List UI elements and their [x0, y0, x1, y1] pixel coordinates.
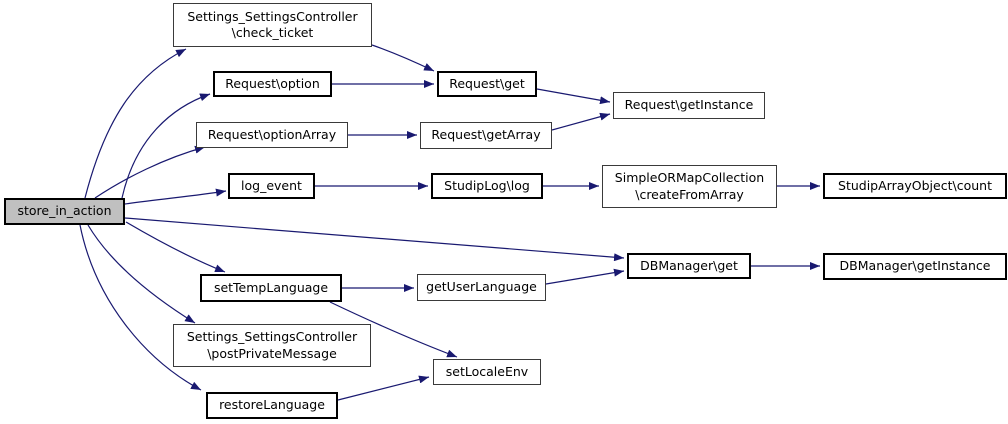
call-edge-store_in_action-to-request_optionarray [94, 145, 206, 199]
graph-node-label: getUserLanguage [426, 279, 537, 295]
graph-node-label: Request\get [449, 75, 525, 91]
graph-node-label: StudipLog\log [444, 177, 530, 193]
call-edge-store_in_action-to-restorelanguage [79, 224, 202, 391]
graph-node-label: setLocaleEnv [445, 363, 529, 379]
call-edge-settemplanguage-to-setlocaleenv [329, 301, 458, 358]
graph-node-store_in_action: store_in_action [4, 198, 125, 225]
graph-node-label: StudipArrayObject\count [838, 177, 992, 193]
graph-node-label: Settings_SettingsController [186, 329, 358, 344]
graph-node-label: Request\optionArray [207, 126, 337, 142]
graph-node-label: \check_ticket [231, 25, 314, 40]
graph-node-studiplog_log[interactable]: StudipLog\log [431, 173, 543, 199]
call-edge-restorelanguage-to-setlocaleenv [337, 375, 430, 401]
graph-node-label: setTempLanguage [213, 279, 329, 295]
graph-node-check_ticket[interactable]: Settings_SettingsController\check_ticket [173, 3, 372, 47]
call-edge-request_get-to-request_getinstance [536, 88, 611, 105]
graph-node-label: Request\getArray [431, 127, 541, 143]
graph-node-postprivatemessage[interactable]: Settings_SettingsController\postPrivateM… [173, 324, 371, 367]
call-edge-store_in_action-to-settemplanguage [125, 221, 226, 273]
call-edge-request_getarray-to-request_getinstance [551, 112, 611, 131]
graph-node-getuserlanguage[interactable]: getUserLanguage [417, 274, 546, 301]
graph-node-label: Request\getInstance [624, 97, 754, 113]
graph-node-restorelanguage[interactable]: restoreLanguage [206, 392, 338, 419]
graph-node-settemplanguage[interactable]: setTempLanguage [200, 274, 342, 302]
call-edge-store_in_action-to-dbmanager_get [124, 217, 625, 262]
graph-node-request_optionarray[interactable]: Request\optionArray [196, 122, 348, 148]
call-edge-check_ticket-to-request_get [371, 44, 435, 72]
graph-node-request_option[interactable]: Request\option [213, 71, 332, 97]
graph-node-label: \createFromArray [635, 186, 744, 202]
graph-node-dbmanager_get[interactable]: DBManager\get [627, 253, 751, 279]
graph-node-request_getarray[interactable]: Request\getArray [420, 122, 552, 149]
graph-node-simpleormapcollection_createfromarray[interactable]: SimpleORMapCollection\createFromArray [602, 165, 777, 208]
graph-node-studiparrayobject_count[interactable]: StudipArrayObject\count [823, 173, 1007, 199]
graph-node-label: \postPrivateMessage [207, 345, 337, 361]
graph-node-label: Settings_SettingsController [187, 8, 358, 24]
call-edge-store_in_action-to-postprivatemessage [87, 224, 196, 324]
graph-node-request_get[interactable]: Request\get [437, 71, 537, 97]
graph-node-setlocaleenv[interactable]: setLocaleEnv [433, 359, 541, 385]
graph-node-label: SimpleORMapCollection [614, 170, 765, 185]
call-edge-store_in_action-to-log_event [124, 188, 227, 205]
call-edge-getuserlanguage-to-dbmanager_get [545, 268, 625, 285]
graph-node-label: log_event [241, 177, 302, 193]
graph-node-dbmanager_getinstance[interactable]: DBManager\getInstance [823, 253, 1007, 280]
call-edge-store_in_action-to-check_ticket [84, 48, 187, 199]
graph-node-label: DBManager\getInstance [839, 258, 991, 274]
graph-node-label: store_in_action [17, 203, 112, 219]
graph-node-label: DBManager\get [640, 257, 738, 273]
edge-group [79, 44, 820, 401]
graph-node-log_event[interactable]: log_event [228, 173, 315, 199]
graph-node-label: Request\option [225, 75, 320, 91]
graph-node-request_getinstance[interactable]: Request\getInstance [613, 92, 765, 119]
graph-node-label: restoreLanguage [219, 397, 325, 413]
